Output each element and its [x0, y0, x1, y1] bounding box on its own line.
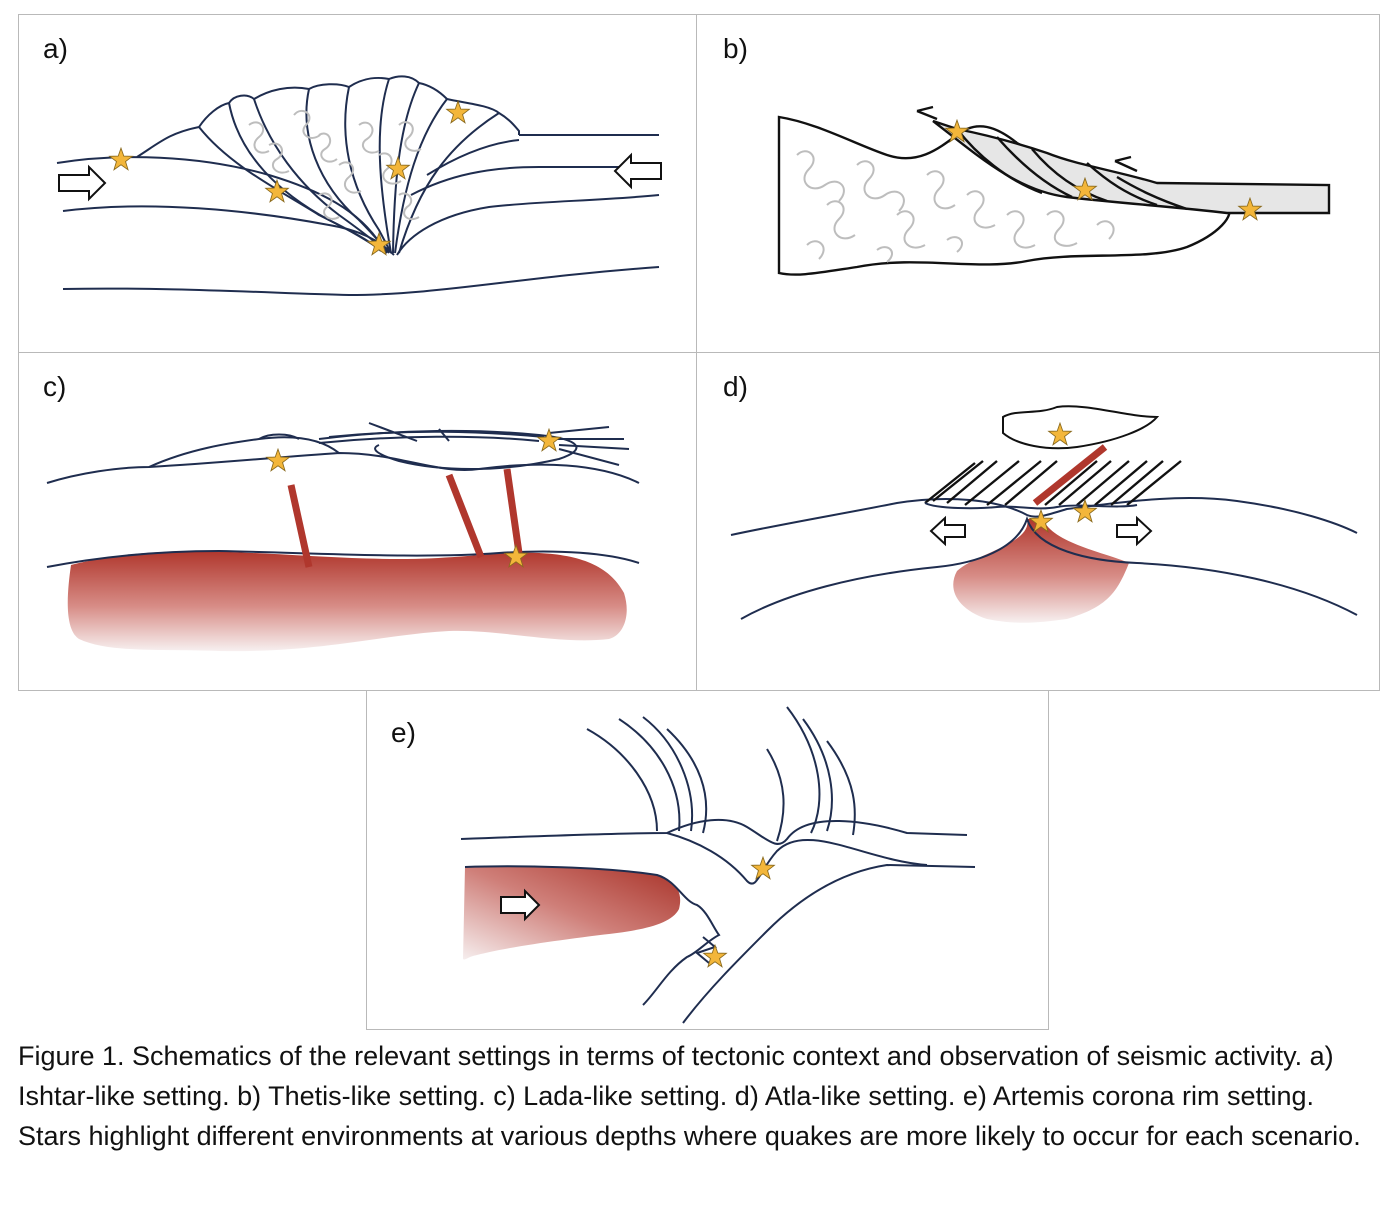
compression-arrows	[58, 152, 662, 202]
magma-plume	[953, 519, 1129, 623]
panel-b-diagram	[777, 105, 1331, 276]
quake-star-icon	[1073, 499, 1097, 523]
panel-label-b: b)	[723, 33, 748, 64]
slip-indicators	[916, 105, 1138, 173]
quake-star-icon	[265, 179, 289, 203]
quake-star-icon	[751, 856, 775, 880]
quake-star-icon	[446, 100, 470, 124]
fracture-arcs	[586, 706, 856, 842]
quake-stars	[109, 100, 470, 256]
dykes	[1032, 444, 1108, 506]
panel-d-diagram	[730, 405, 1358, 623]
panel-label-d: d)	[723, 371, 748, 402]
rift-fault-blocks	[924, 460, 1182, 510]
uplifted-block	[1002, 405, 1160, 450]
panel-label-a: a)	[43, 33, 68, 64]
panel-e: e)	[366, 690, 1049, 1030]
quake-star-icon	[109, 147, 133, 171]
detachment-faults	[956, 128, 1188, 211]
quake-star-icon	[266, 448, 290, 472]
panel-e-diagram	[460, 706, 976, 1024]
magma-body	[67, 551, 627, 652]
mountain-belt-outline	[56, 75, 660, 297]
magma-intrusion	[463, 866, 681, 960]
fracture-lines	[318, 422, 630, 466]
panel-c: c)	[18, 352, 697, 691]
figure-caption: Figure 1. Schematics of the relevant set…	[18, 1041, 1361, 1151]
panel-a-diagram	[56, 75, 662, 297]
flow-arrow	[500, 888, 541, 922]
quake-star-icon	[386, 156, 410, 180]
quake-stars	[266, 428, 561, 568]
dykes	[287, 468, 523, 568]
panel-label-c: c)	[43, 371, 67, 402]
deformed-fabric	[796, 150, 1115, 263]
panel-a: a)	[18, 14, 697, 353]
quake-star-icon	[703, 944, 727, 968]
extension-arrows	[929, 515, 1153, 547]
panel-b: b)	[696, 14, 1380, 353]
panel-label-e: e)	[391, 717, 416, 748]
deformed-fabric	[248, 109, 422, 221]
panel-d: d)	[696, 352, 1380, 691]
panel-c-diagram	[46, 422, 640, 652]
thrust-faults	[198, 78, 500, 254]
